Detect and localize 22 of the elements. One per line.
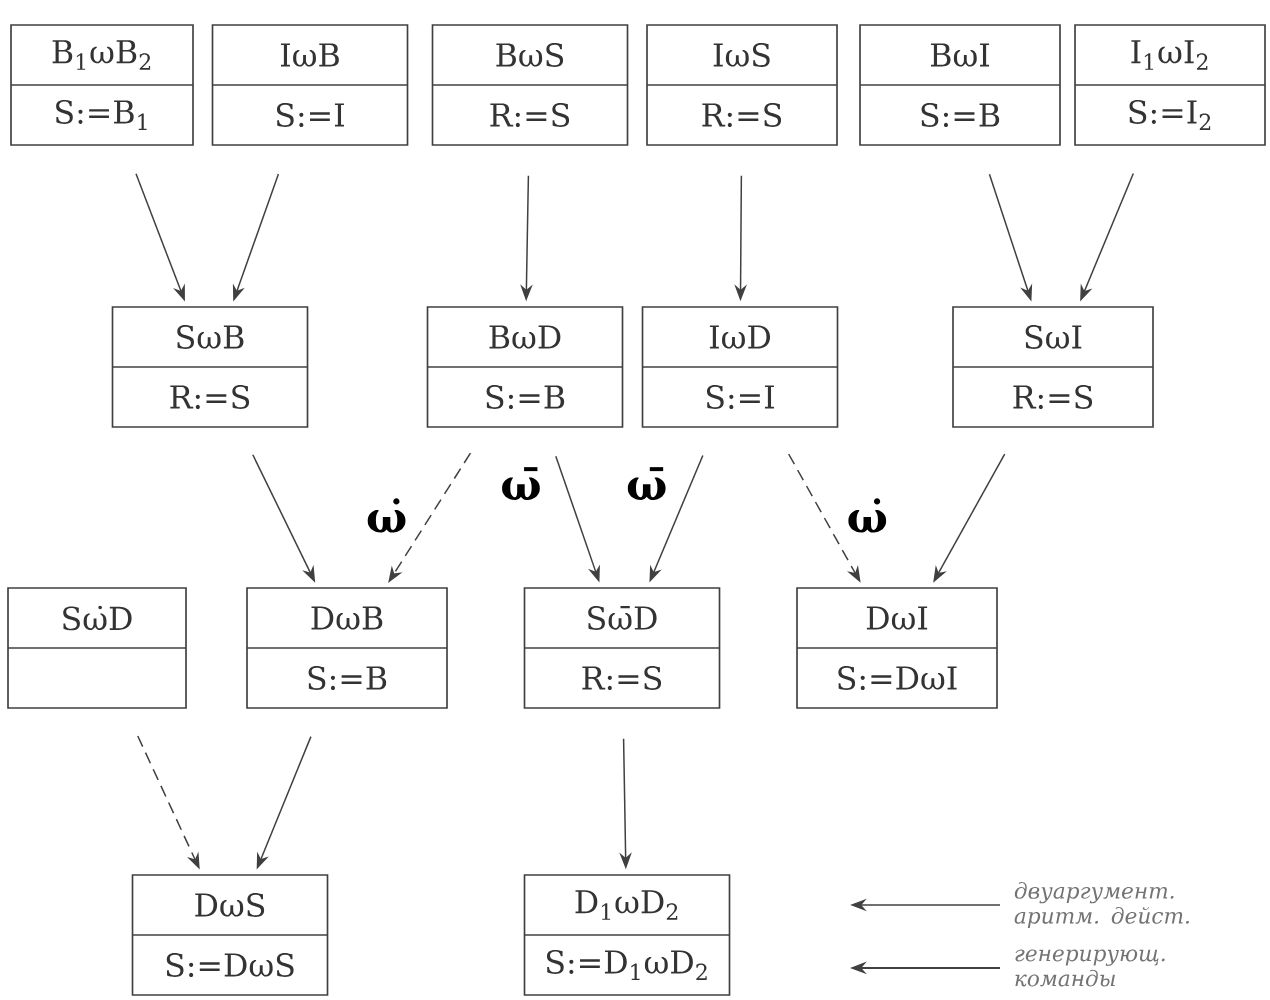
formula-box: IωD S:=I <box>641 306 839 428</box>
formula-box: BωI S:=B <box>859 24 1061 146</box>
formula-box: B$_{1}$ωB$_{2}$ S:=B$_{1}$ <box>10 24 194 146</box>
formula-box: BωD S:=B <box>426 306 624 428</box>
formula-box: DωI S:=DωI <box>796 587 998 709</box>
edge-label: ω̄ <box>627 467 666 500</box>
legend-text: генерирующ. команды <box>1015 949 1165 987</box>
formula-box: DωS S:=DωS <box>131 874 329 996</box>
formula-box: SωI R:=S <box>952 306 1154 428</box>
formula-box: IωB S:=I <box>211 24 409 146</box>
formula-box: D$_{1}$ωD$_{2}$ S:=D$_{1}$ωD$_{2}$ <box>523 874 731 996</box>
formula-box: DωB S:=B <box>246 587 448 709</box>
formula-box: I$_{1}$ωI$_{2}$ S:=I$_{2}$ <box>1074 24 1266 146</box>
edge-label: ω̄ <box>502 467 540 500</box>
formula-box: BωS R:=S <box>431 24 629 146</box>
legend-text: двуаргумент. аритм. дейст. <box>1014 882 1189 928</box>
formula-box: Sω̄D R:=S <box>523 587 721 709</box>
formula-box: Sω̇D <box>7 587 187 709</box>
edge-label: ω̇ <box>367 498 406 533</box>
edge-label: ω̇ <box>848 498 887 533</box>
formula-box: IωS R:=S <box>646 24 838 146</box>
formula-box: SωB R:=S <box>111 306 309 428</box>
